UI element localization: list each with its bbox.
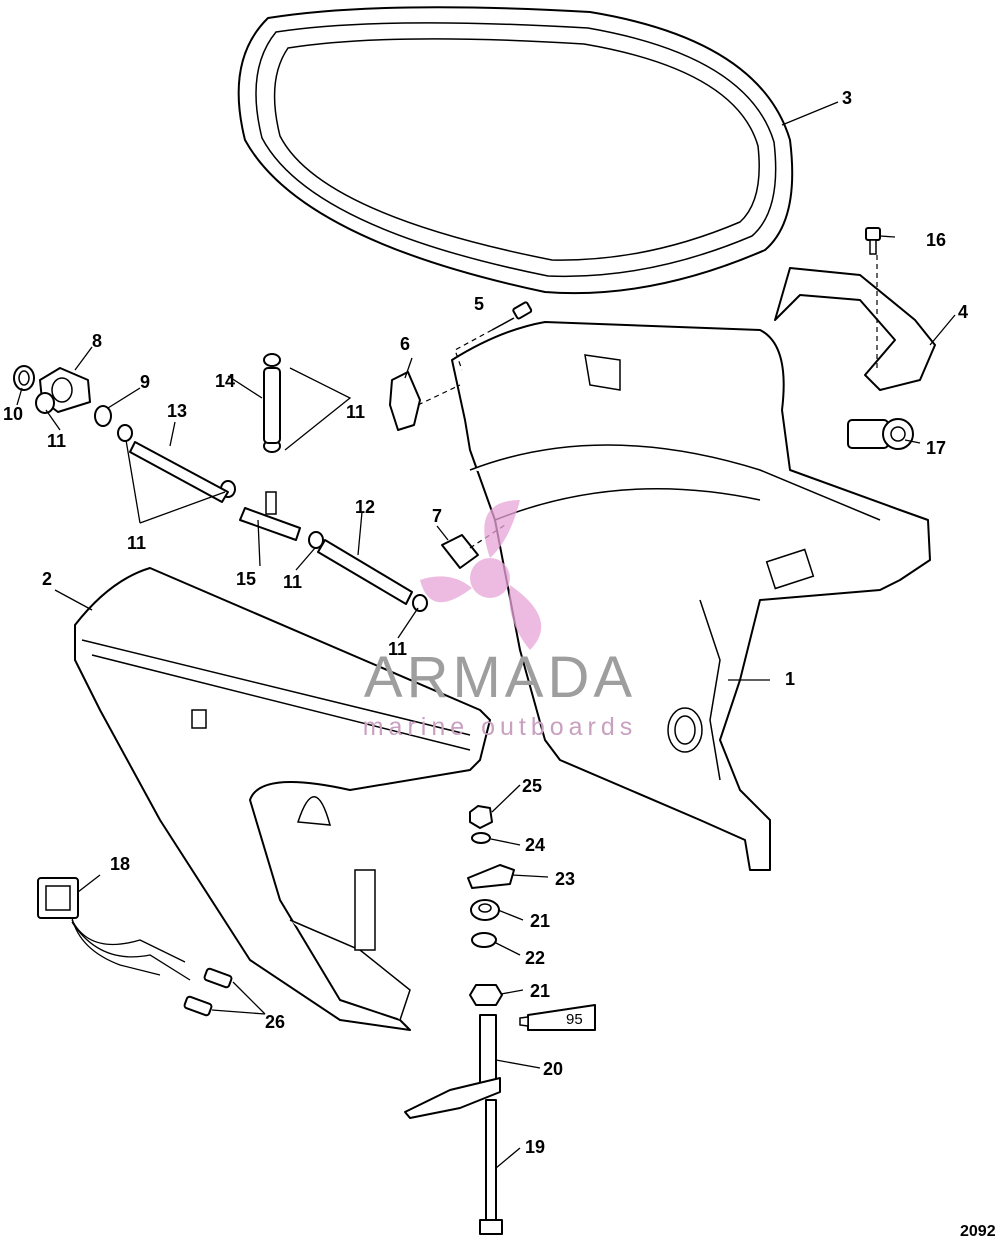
hose-14 [263, 367, 281, 444]
clamp-11-g [412, 594, 428, 612]
callout-3: 3 [842, 88, 852, 108]
clamp-11-f [308, 531, 324, 549]
callout-18: 18 [110, 854, 130, 874]
tube-label: 95 [566, 1011, 583, 1028]
callout-8: 8 [92, 331, 102, 351]
callout-15: 15 [236, 569, 256, 589]
callout-17: 17 [926, 438, 946, 458]
bolt-19 [479, 1099, 503, 1235]
washer-10 [13, 365, 35, 391]
grommet-7 [441, 534, 479, 569]
callout-21-b: 21 [530, 981, 550, 1001]
callout-12: 12 [355, 497, 375, 517]
callout-16: 16 [926, 230, 946, 250]
callout-22: 22 [525, 948, 545, 968]
washer-22 [471, 932, 497, 948]
lever-23 [467, 864, 515, 889]
callout-6: 6 [400, 334, 410, 354]
clip-6 [389, 371, 421, 431]
callout-25: 25 [522, 776, 542, 796]
callout-labels: 1 2 3 4 5 6 7 8 9 10 11 11 11 11 11 12 1… [3, 88, 968, 1157]
callout-11-e: 11 [388, 639, 407, 659]
clamp-11-a [35, 392, 55, 414]
washer-24 [471, 832, 491, 844]
sheet-number: 2092 [960, 1223, 996, 1240]
callout-13: 13 [167, 401, 187, 421]
top-cowl-seal [237, 6, 794, 295]
callout-11-d: 11 [283, 572, 302, 592]
hose-12 [317, 539, 413, 605]
lower-cowl-port [74, 567, 491, 1031]
callout-11-c: 11 [346, 402, 365, 422]
connector-9 [94, 405, 112, 427]
cowl-bracket [774, 267, 936, 391]
callout-11-b: 11 [127, 533, 146, 553]
callout-23: 23 [555, 869, 575, 889]
callout-4: 4 [958, 302, 968, 322]
bushing-21-a [470, 899, 500, 921]
callout-2: 2 [42, 569, 52, 589]
callout-7: 7 [432, 506, 442, 526]
callout-9: 9 [140, 372, 150, 392]
watermark: ARMADA marine outboards [363, 500, 638, 741]
handle-20 [404, 1014, 501, 1119]
leader-lines [16, 101, 956, 1169]
screw-16 [865, 227, 881, 255]
lower-cowl-starboard [451, 321, 931, 871]
callout-24: 24 [525, 835, 545, 855]
nut-25 [469, 805, 493, 829]
lubricant-tube-95: 95 [519, 1004, 596, 1031]
callout-5: 5 [474, 294, 484, 314]
propeller-logo [420, 500, 542, 650]
hose-13 [129, 441, 229, 503]
callout-14: 14 [215, 371, 235, 391]
callout-1: 1 [785, 669, 795, 689]
terminals-26 [183, 967, 233, 1017]
bushing-21-b [469, 984, 503, 1006]
callout-10: 10 [3, 404, 23, 424]
latch-17 [847, 418, 914, 450]
screw-5 [491, 301, 533, 331]
clamp-11-b [117, 424, 133, 442]
watermark-subtitle: marine outboards [363, 713, 638, 741]
hose-15 [239, 491, 301, 541]
callout-21-a: 21 [530, 911, 550, 931]
callout-19: 19 [525, 1137, 545, 1157]
callout-11-a: 11 [47, 431, 66, 451]
harness-18 [37, 877, 191, 981]
callout-26: 26 [265, 1012, 285, 1032]
clamp-11-d [263, 353, 281, 367]
watermark-title: ARMADA [364, 645, 636, 710]
callout-20: 20 [543, 1059, 563, 1079]
